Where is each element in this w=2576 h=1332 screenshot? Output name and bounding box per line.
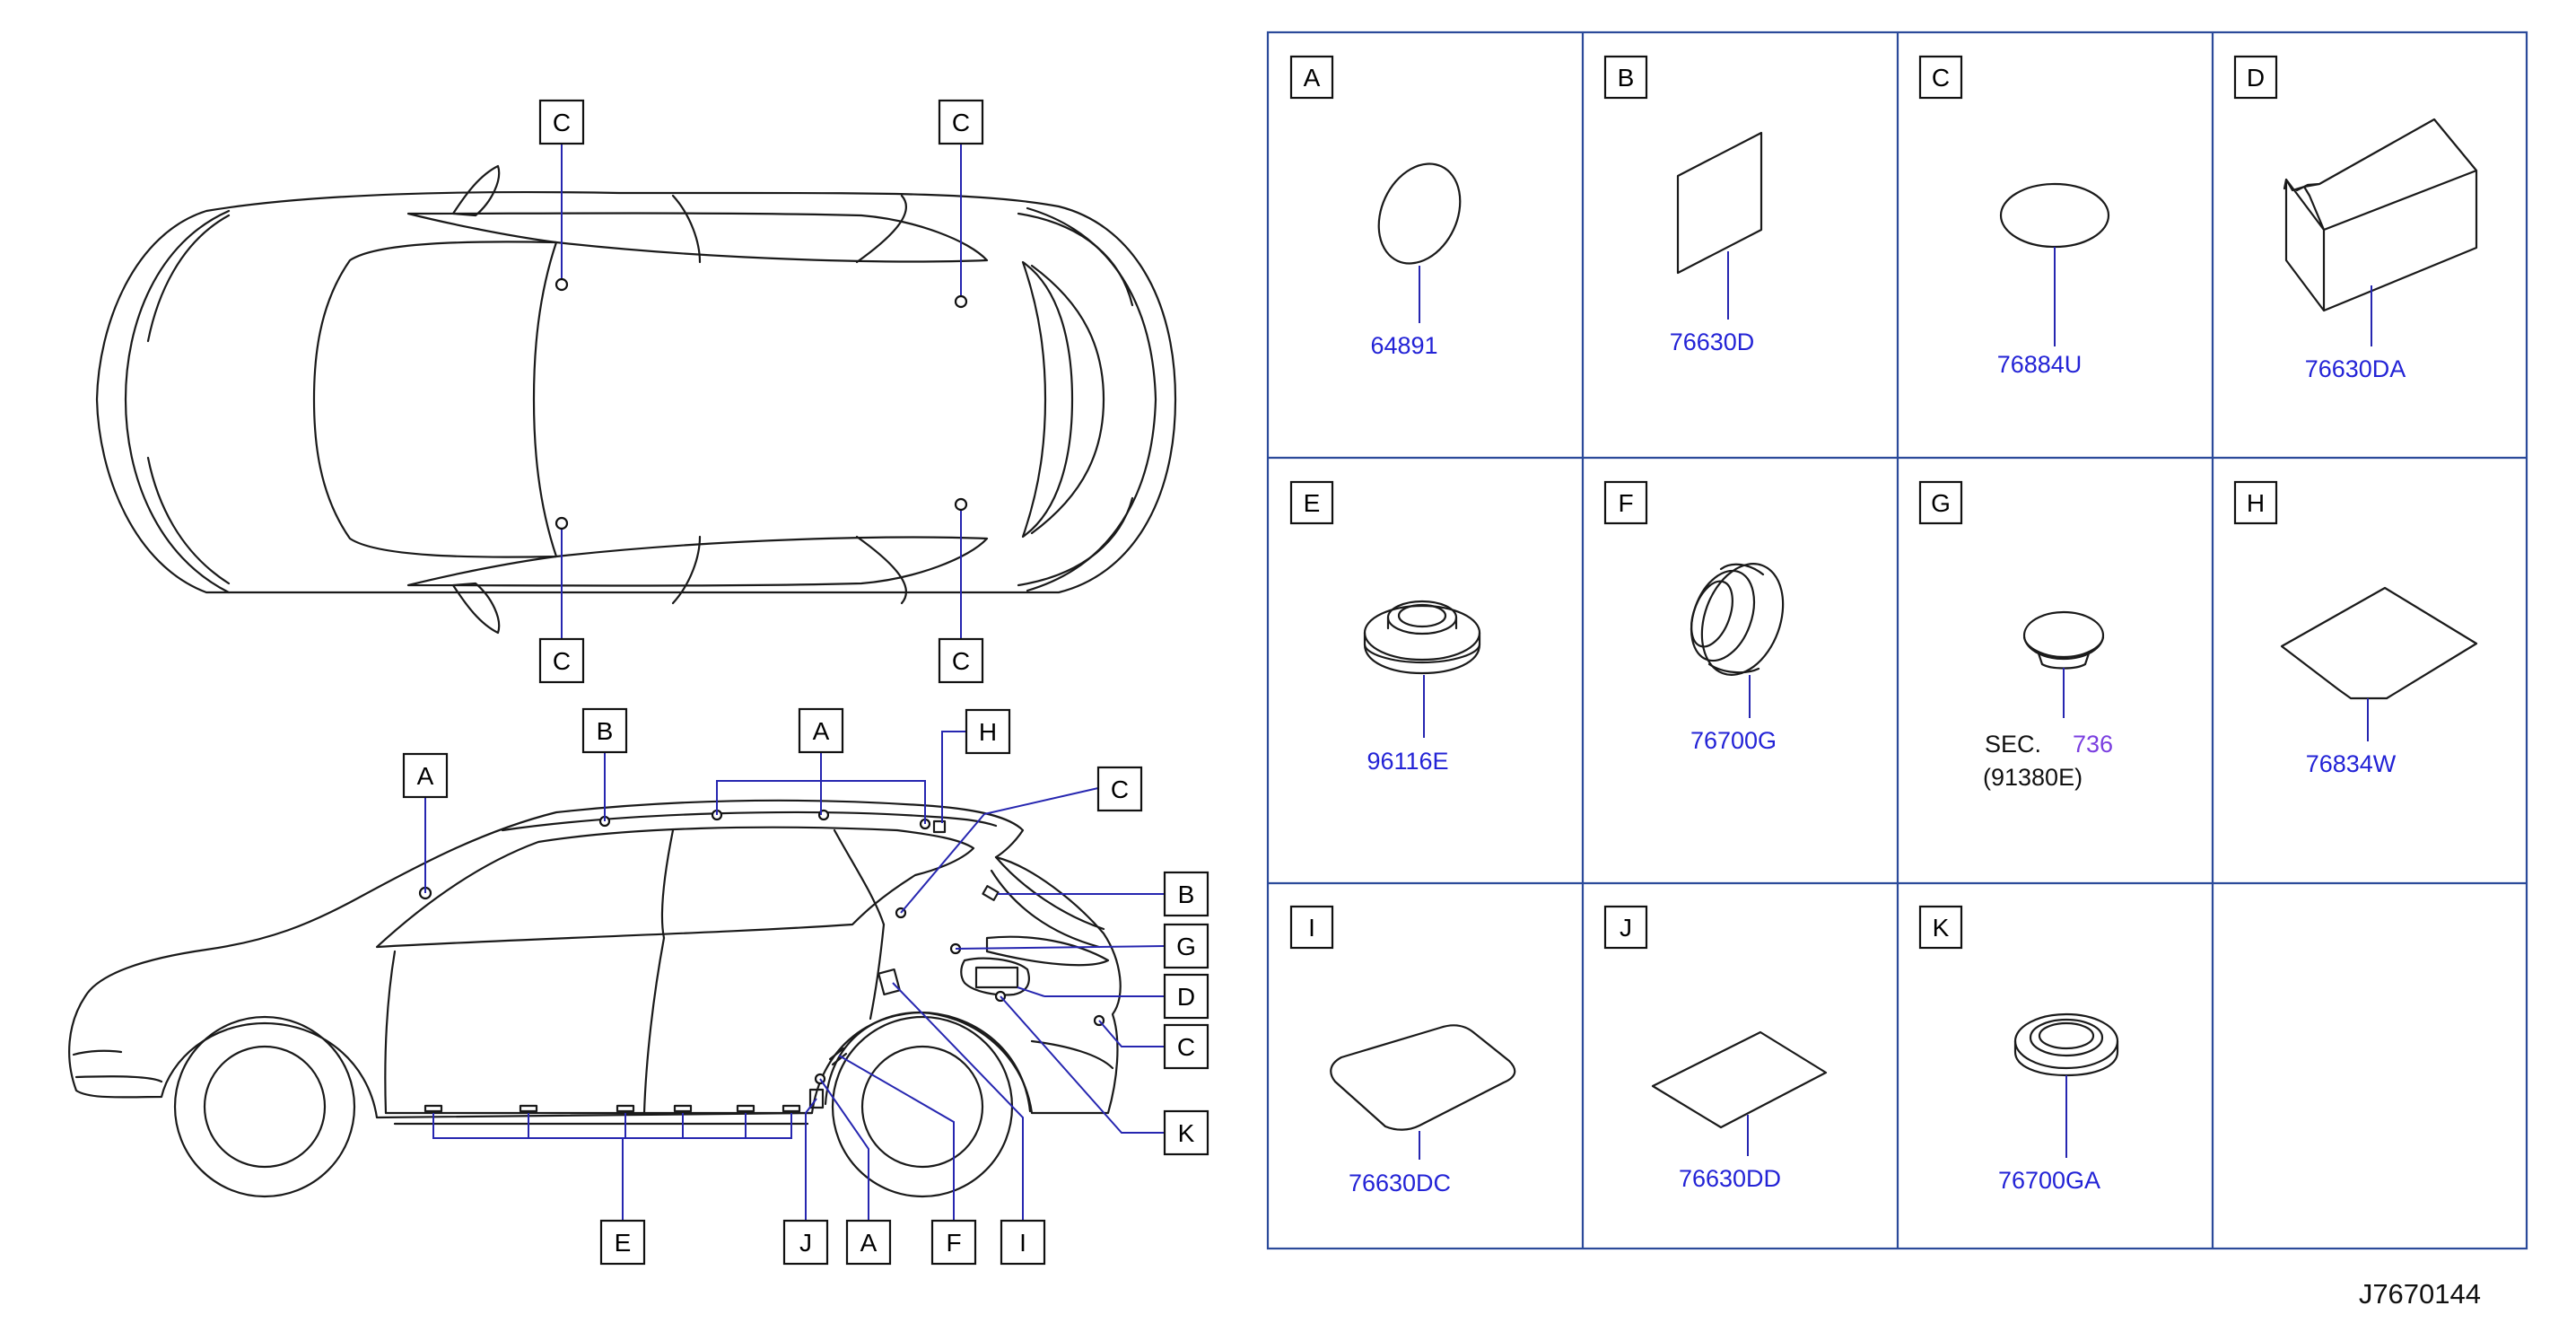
svg-text:C: C bbox=[952, 647, 970, 675]
svg-text:C: C bbox=[553, 647, 571, 675]
vehicle-side-view: A B A H C B G D C K E J A F I bbox=[68, 707, 1209, 1266]
svg-text:K: K bbox=[1178, 1119, 1195, 1147]
callout-i: I bbox=[1000, 1219, 1046, 1266]
cell-d: D 76630DA bbox=[2233, 55, 2478, 382]
svg-text:H: H bbox=[2247, 489, 2265, 517]
callout-c-rear: C bbox=[1163, 1023, 1209, 1070]
part-number: 64891 bbox=[1370, 332, 1437, 359]
grommet-part bbox=[1363, 600, 1481, 675]
svg-text:D: D bbox=[1177, 983, 1195, 1011]
callout-k: K bbox=[1163, 1109, 1209, 1156]
part-number: 96116E bbox=[1367, 748, 1448, 775]
callout-c-side: C bbox=[1096, 766, 1143, 812]
part-number: 76884U bbox=[1997, 351, 2083, 378]
part-number: 76630DC bbox=[1349, 1170, 1451, 1196]
seal-oval-part bbox=[1377, 162, 1462, 265]
callout-a-roof: A bbox=[798, 707, 844, 754]
svg-text:A: A bbox=[1304, 64, 1321, 92]
grommet-part bbox=[2013, 1012, 2119, 1077]
part-number: 76630DA bbox=[2305, 355, 2406, 382]
svg-text:B: B bbox=[597, 717, 614, 745]
cap-part bbox=[2022, 610, 2105, 670]
part-number: (91380E) bbox=[1983, 764, 2083, 791]
callout-h: H bbox=[965, 708, 1011, 755]
cell-k: K 76700GA bbox=[1918, 905, 2119, 1194]
callout-d: D bbox=[1163, 973, 1209, 1020]
cell-g: G SEC. 736 (91380E) bbox=[1918, 480, 2113, 791]
rocker-clips bbox=[424, 1104, 801, 1113]
cell-h: H 76834W bbox=[2233, 480, 2478, 777]
cell-b: B 76630D bbox=[1603, 55, 1763, 355]
seal-sheet-part bbox=[1651, 1030, 1828, 1129]
svg-text:B: B bbox=[1618, 64, 1635, 92]
svg-text:J: J bbox=[799, 1229, 812, 1257]
svg-text:A: A bbox=[813, 717, 830, 745]
svg-text:C: C bbox=[952, 109, 970, 136]
parts-grid: A 64891 B 76630D C 76884U D 76630DA bbox=[1266, 31, 2528, 1250]
svg-text:E: E bbox=[1304, 489, 1321, 517]
vehicle-top-view: C C C C bbox=[95, 99, 1177, 684]
svg-text:G: G bbox=[1931, 489, 1951, 517]
drawing-id: J7670144 bbox=[2359, 1278, 2481, 1310]
seal-round-part bbox=[1999, 182, 2110, 249]
callout-j: J bbox=[782, 1219, 829, 1266]
insulator-block-part bbox=[2283, 118, 2478, 312]
svg-text:K: K bbox=[1933, 914, 1950, 942]
svg-text:A: A bbox=[417, 762, 434, 790]
part-number: 76630D bbox=[1670, 329, 1755, 355]
svg-text:I: I bbox=[1019, 1229, 1026, 1257]
svg-text:C: C bbox=[553, 109, 571, 136]
svg-text:A: A bbox=[860, 1229, 878, 1257]
callout-b-roof: B bbox=[581, 707, 628, 754]
seal-pad-part bbox=[2280, 586, 2478, 700]
cell-i: I 76630DC bbox=[1289, 905, 1516, 1196]
svg-text:I: I bbox=[1308, 914, 1315, 942]
svg-text:E: E bbox=[615, 1229, 632, 1257]
svg-text:C: C bbox=[1177, 1033, 1195, 1061]
part-number: 76700GA bbox=[1998, 1167, 2100, 1194]
svg-text:C: C bbox=[1932, 64, 1950, 92]
part-number: 76630DD bbox=[1679, 1165, 1781, 1192]
callout-a-windshield: A bbox=[402, 752, 449, 799]
cell-j: J 76630DD bbox=[1603, 905, 1828, 1192]
svg-text:G: G bbox=[1176, 933, 1196, 960]
callout-e: E bbox=[599, 1219, 646, 1266]
callout-c-top-right: C bbox=[938, 99, 984, 145]
part-number: 76834W bbox=[2306, 750, 2397, 777]
callout-b-hatch: B bbox=[1163, 871, 1209, 917]
svg-text:J: J bbox=[1620, 914, 1632, 942]
callout-a-arch: A bbox=[845, 1219, 892, 1266]
seal-sheet-part bbox=[1676, 131, 1763, 275]
section-prefix: SEC. bbox=[1985, 731, 2041, 758]
callout-c-top-left: C bbox=[538, 99, 585, 145]
svg-text:F: F bbox=[1618, 489, 1633, 517]
callout-c-bottom-left: C bbox=[538, 637, 585, 684]
svg-text:B: B bbox=[1178, 881, 1195, 908]
callout-g: G bbox=[1163, 923, 1209, 969]
cell-c: C 76884U bbox=[1918, 55, 2110, 378]
svg-text:F: F bbox=[946, 1229, 961, 1257]
cell-f: F 76700G bbox=[1603, 480, 1785, 754]
cell-a: A 64891 bbox=[1289, 55, 1462, 359]
part-number: 76700G bbox=[1690, 727, 1777, 754]
plug-part bbox=[1690, 563, 1785, 676]
callout-c-bottom-right: C bbox=[938, 637, 984, 684]
svg-text:D: D bbox=[2247, 64, 2265, 92]
cell-e: E 96116E bbox=[1289, 480, 1481, 775]
callout-f: F bbox=[930, 1219, 977, 1266]
svg-text:H: H bbox=[979, 718, 997, 746]
svg-text:C: C bbox=[1111, 776, 1129, 803]
seal-pad-part bbox=[1330, 1024, 1516, 1131]
section-link[interactable]: 736 bbox=[2073, 731, 2113, 758]
